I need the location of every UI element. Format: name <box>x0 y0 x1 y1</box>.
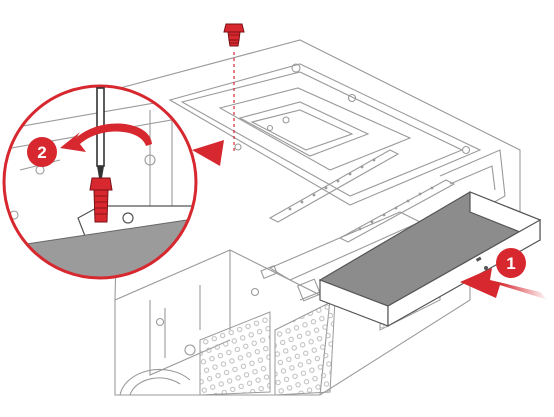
optical-drive <box>318 191 542 328</box>
step-1-label: 1 <box>506 254 515 273</box>
rotate-arrow-icon <box>60 123 152 152</box>
step-2-label: 2 <box>37 143 46 162</box>
vent-slots <box>288 158 434 231</box>
insert-arrow-icon <box>460 268 548 300</box>
step-1-badge: 1 <box>496 248 526 278</box>
step-2-badge: 2 <box>27 137 57 167</box>
zoom-callout-pointer <box>192 140 224 166</box>
drive-side-panel <box>4 217 196 278</box>
zoom-screw <box>89 177 113 223</box>
screw-icon <box>223 23 245 47</box>
